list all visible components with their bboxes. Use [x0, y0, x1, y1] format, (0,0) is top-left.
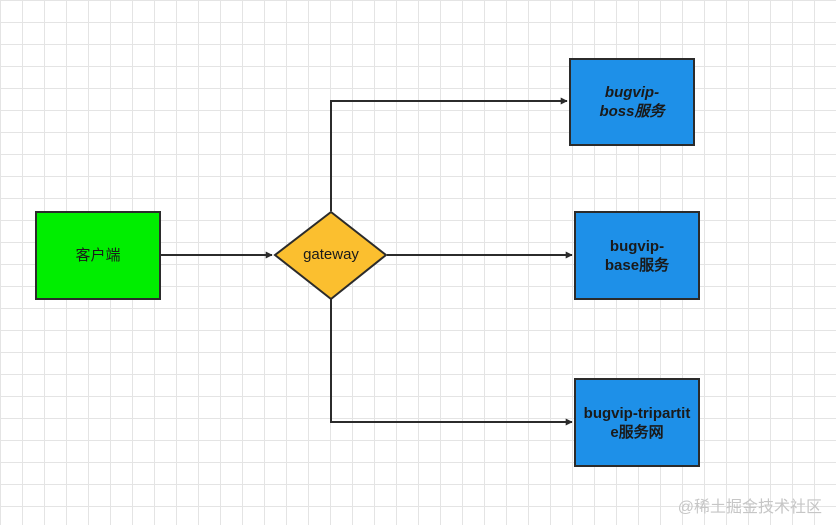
- base-service-label: bugvip-base服务: [604, 237, 670, 274]
- boss-service-label: bugvip-boss服务: [599, 84, 665, 120]
- edge-gateway-boss: [330, 97, 568, 211]
- tripartite-service-label: bugvip-tripartite服务网: [583, 404, 691, 441]
- boss-service-node: bugvip-boss服务: [569, 58, 695, 146]
- watermark-text: @稀土掘金技术社区: [677, 499, 822, 516]
- gateway-label: gateway: [303, 246, 359, 263]
- edge-gateway-tripartite: [330, 299, 573, 426]
- tripartite-service-node: bugvip-tripartite服务网: [574, 378, 700, 467]
- client-node-label: 客户端: [75, 247, 121, 264]
- client-node: 客户端: [35, 211, 161, 300]
- gateway-diamond: [273, 210, 388, 301]
- base-service-node: bugvip-base服务: [574, 211, 700, 300]
